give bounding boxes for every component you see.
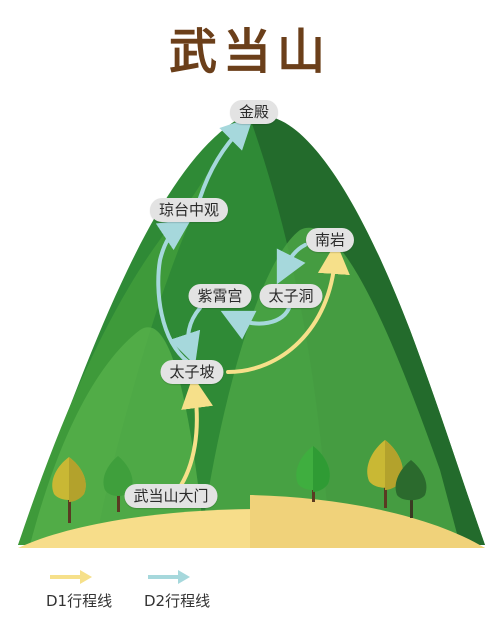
d1-route: [176, 242, 350, 492]
legend-d2-arrow: [148, 570, 190, 584]
location-jindian: 金殿: [229, 100, 279, 124]
location-zixiao: 紫霄宫: [188, 284, 252, 308]
legend-d2-label: D2行程线: [144, 592, 211, 610]
tree-icon: [296, 446, 330, 502]
location-damen: 武当山大门: [124, 484, 218, 508]
tree-icon: [395, 460, 427, 518]
location-taizidong: 太子洞: [259, 284, 323, 308]
location-qiongtai: 琼台中观: [149, 198, 229, 222]
tree-icon: [52, 457, 86, 523]
legend-d1-arrow: [50, 570, 92, 584]
tree-icon: [103, 456, 133, 512]
page-title: 武当山: [168, 24, 331, 80]
legend-d1-label: D1行程线: [46, 592, 113, 610]
d2-route: [155, 116, 307, 366]
location-taizipo: 太子坡: [160, 360, 224, 384]
location-nanyan: 南岩: [305, 228, 355, 252]
